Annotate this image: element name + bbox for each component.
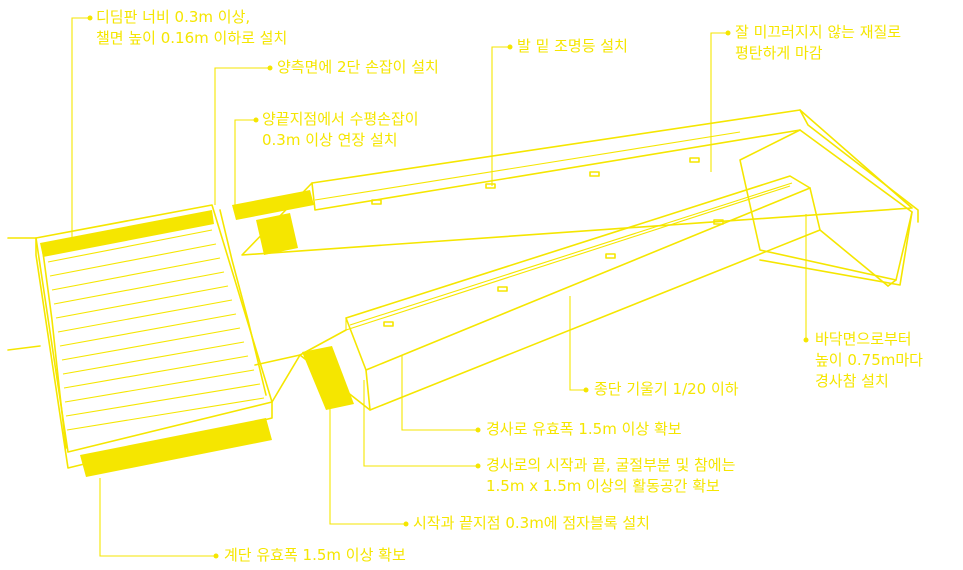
foot-lighting-label: 발 밑 조명등 설치 bbox=[517, 37, 628, 55]
tread-width-label: 디딤판 너비 0.3m 이상, 챌면 높이 0.16m 이하로 설치 bbox=[96, 8, 288, 47]
landing-block bbox=[739, 129, 913, 287]
slope-label: 종단 기울기 1/20 이하 bbox=[594, 380, 739, 398]
double-handrail-label: 양측면에 2단 손잡이 설치 bbox=[277, 58, 439, 76]
stair-width-label: 계단 유효폭 1.5m 이상 확보 bbox=[224, 546, 406, 564]
upper-ramp bbox=[241, 109, 919, 256]
tactile-blocks-label: 시작과 끝지점 0.3m에 점자블록 설치 bbox=[413, 514, 650, 532]
ground-lines bbox=[7, 237, 301, 366]
tactile-blocks-stair-top bbox=[40, 190, 314, 257]
ramp-width-label: 경사로 유효폭 1.5m 이상 확보 bbox=[486, 420, 682, 438]
ramp-base-outline bbox=[271, 229, 889, 411]
lower-ramp bbox=[345, 175, 821, 411]
non-slip-finish-label: 잘 미끄러지지 않는 재질로 평탄하게 마감 bbox=[735, 23, 902, 62]
leader-lines bbox=[71, 15, 809, 559]
handrail-extension-label: 양끝지점에서 수평손잡이 0.3m 이상 연장 설치 bbox=[262, 110, 419, 149]
activity-space-label: 경사로의 시작과 끝, 굴절부분 및 참에는 1.5m x 1.5m 이상의 활… bbox=[486, 456, 736, 495]
stair-block bbox=[35, 204, 273, 469]
landing-label: 바닥면으로부터 높이 0.75m마다 경사참 설치 bbox=[815, 330, 923, 390]
